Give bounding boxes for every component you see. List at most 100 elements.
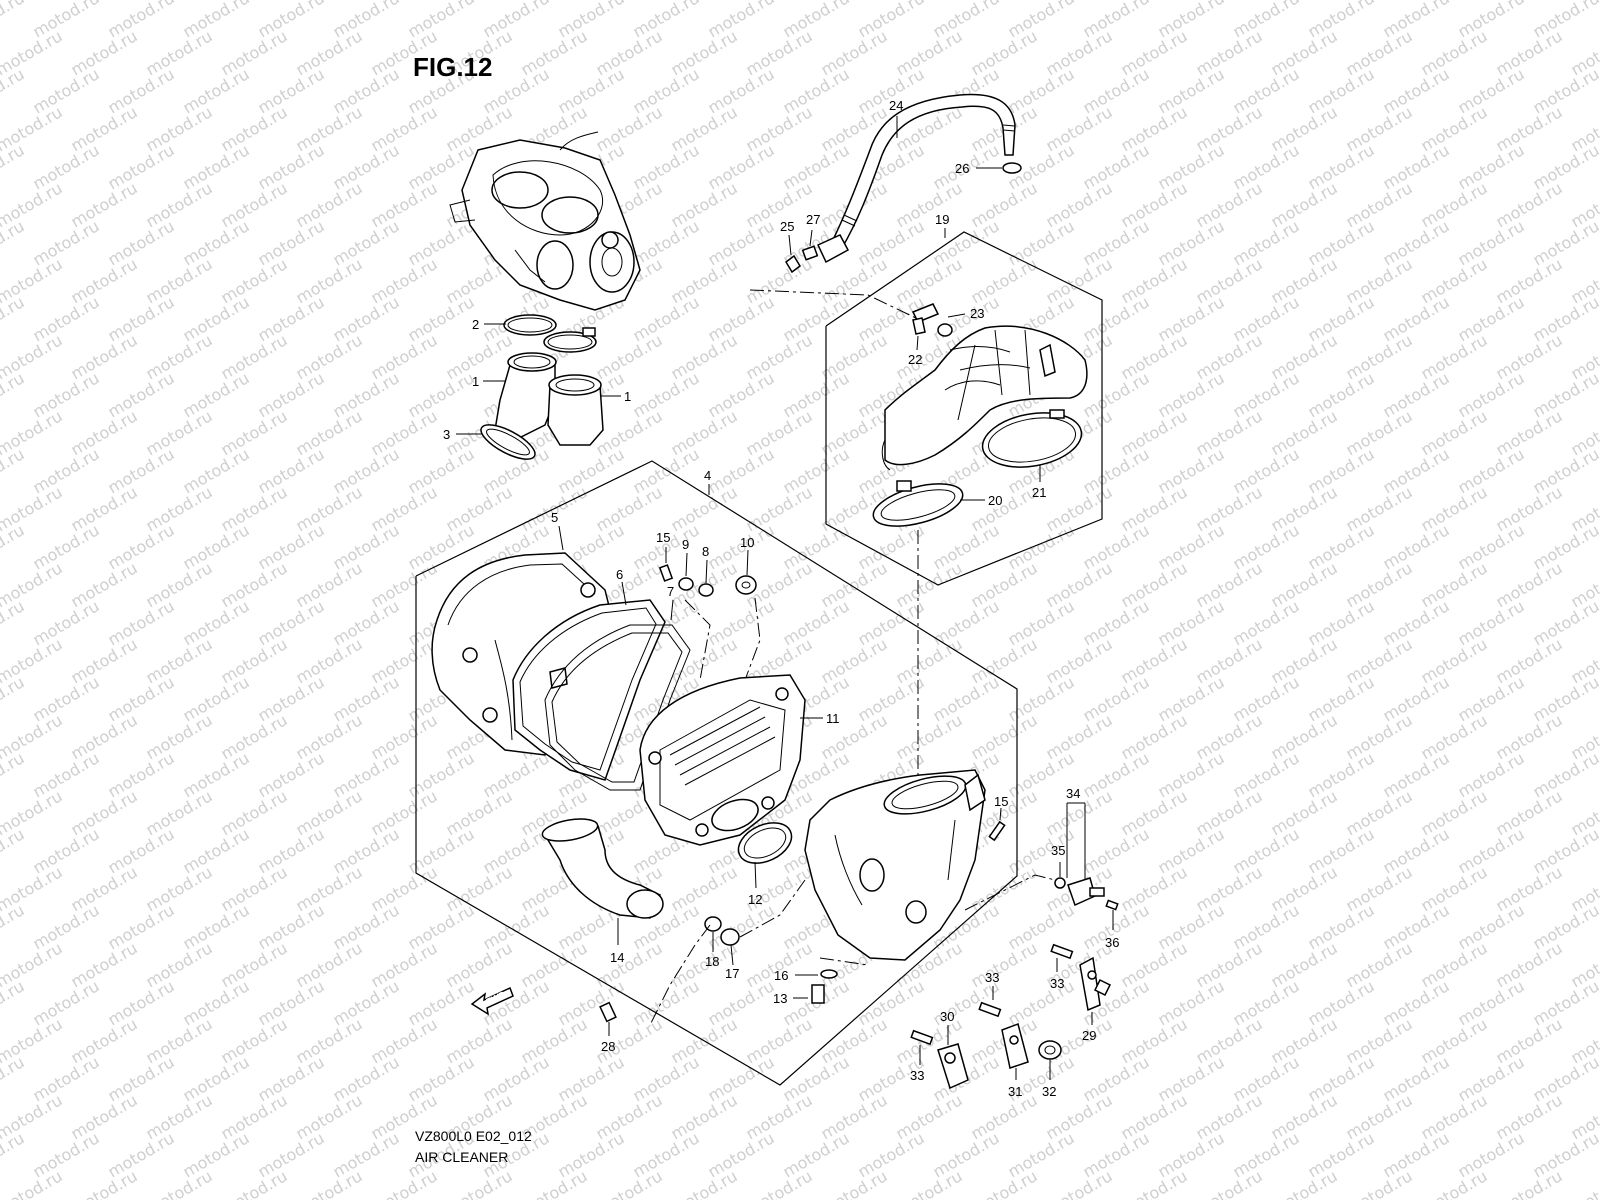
watermark-text: motod.ru [630,140,703,193]
watermark-text: motod.ru [480,748,553,801]
watermark-text: motod.ru [218,330,291,383]
watermark-text: motod.ru [705,368,778,421]
watermark-text: motod.ru [1155,900,1228,953]
watermark-text: motod.ru [743,1090,816,1143]
watermark-text: motod.ru [255,444,328,497]
watermark-text: motod.ru [180,976,253,1029]
watermark-text: motod.ru [293,1166,366,1200]
watermark-text: motod.ru [30,672,103,725]
watermark-text: motod.ru [743,862,816,915]
watermark-text: motod.ru [1230,444,1303,497]
watermark-text: motod.ru [405,216,478,269]
watermark-text: motod.ru [1193,710,1266,763]
watermark-text: motod.ru [893,178,966,231]
watermark-text: motod.ru [668,1090,741,1143]
watermark-text: motod.ru [893,710,966,763]
watermark-text: motod.ru [1043,634,1116,687]
watermark-text: motod.ru [30,1052,103,1105]
watermark-text: motod.ru [1193,1090,1266,1143]
watermark-text: motod.ru [68,1166,141,1200]
watermark-text: motod.ru [0,672,28,725]
watermark-text: motod.ru [218,178,291,231]
watermark-text: motod.ru [1455,368,1528,421]
watermark-text: motod.ru [1418,254,1491,307]
watermark-text: motod.ru [330,748,403,801]
watermark-text: motod.ru [293,406,366,459]
watermark-text: motod.ru [1305,672,1378,725]
watermark-text: motod.ru [1193,938,1266,991]
watermark-text: motod.ru [105,900,178,953]
watermark-text: motod.ru [1455,900,1528,953]
watermark-text: motod.ru [68,710,141,763]
watermark-text: motod.ru [480,1052,553,1105]
watermark-text: motod.ru [143,254,216,307]
watermark-text: motod.ru [1418,786,1491,839]
callout-7: 7 [667,584,674,599]
watermark-text: motod.ru [1455,140,1528,193]
watermark-text: motod.ru [1418,710,1491,763]
watermark-text: motod.ru [143,558,216,611]
watermark-text: motod.ru [218,558,291,611]
watermark-text: motod.ru [1305,976,1378,1029]
watermark-text: motod.ru [1155,824,1228,877]
clip-26 [976,162,1022,174]
watermark-text: motod.ru [255,596,328,649]
callout-3: 3 [443,427,450,442]
watermark-text: motod.ru [0,596,28,649]
watermark-text: motod.ru [293,862,366,915]
watermark-text: motod.ru [255,520,328,573]
watermark-text: motod.ru [1155,444,1228,497]
watermark-text: motod.ru [1230,216,1303,269]
watermark-text: motod.ru [1230,140,1303,193]
watermark-text: motod.ru [1530,368,1600,421]
watermark-text: motod.ru [1268,558,1341,611]
watermark-text: motod.ru [1193,634,1266,687]
watermark-text: motod.ru [218,938,291,991]
watermark-text: motod.ru [293,1090,366,1143]
watermark-text: motod.ru [555,976,628,1029]
watermark-text: motod.ru [705,976,778,1029]
watermark-text: motod.ru [1268,330,1341,383]
watermark-text: motod.ru [0,140,28,193]
watermark-text: motod.ru [368,330,441,383]
watermark-text: motod.ru [1418,634,1491,687]
watermark-text: motod.ru [1343,330,1416,383]
watermark-text: motod.ru [143,482,216,535]
watermark-text: motod.ru [1080,444,1153,497]
watermark-text: motod.ru [1155,520,1228,573]
watermark-text: motod.ru [1230,900,1303,953]
watermark-text: motod.ru [368,634,441,687]
watermark-text: motod.ru [30,216,103,269]
callout-1b: 1 [624,389,631,404]
watermark-text: motod.ru [1193,558,1266,611]
watermark-text: motod.ru [1005,1128,1078,1181]
watermark-text: motod.ru [180,292,253,345]
watermark-text: motod.ru [68,178,141,231]
watermark-text: motod.ru [1380,368,1453,421]
seal-20 [872,480,964,527]
watermark-text: motod.ru [1455,64,1528,117]
watermark-text: motod.ru [105,748,178,801]
watermark-text: motod.ru [780,1128,853,1181]
callout-22: 22 [908,352,922,367]
intake-duct-14 [541,818,664,945]
watermark-text: motod.ru [368,1014,441,1067]
watermark-text: motod.ru [818,254,891,307]
clamp-2 [503,314,597,353]
watermark-text: motod.ru [1043,482,1116,535]
watermark-text: motod.ru [0,444,28,497]
watermark-text: motod.ru [180,1128,253,1181]
watermark-text: motod.ru [105,292,178,345]
watermark-text: motod.ru [368,102,441,155]
watermark-text: motod.ru [705,1052,778,1105]
watermark-text: motod.ru [218,482,291,535]
watermark-text: motod.ru [630,976,703,1029]
watermark-text: motod.ru [68,938,141,991]
watermark-text: motod.ru [780,1052,853,1105]
watermark-text: motod.ru [1493,1014,1566,1067]
watermark-text: motod.ru [1118,102,1191,155]
watermark-text: motod.ru [1493,634,1566,687]
watermark-text: motod.ru [1455,976,1528,1029]
watermark-text: motod.ru [1118,1166,1191,1200]
watermark-text: motod.ru [1455,824,1528,877]
